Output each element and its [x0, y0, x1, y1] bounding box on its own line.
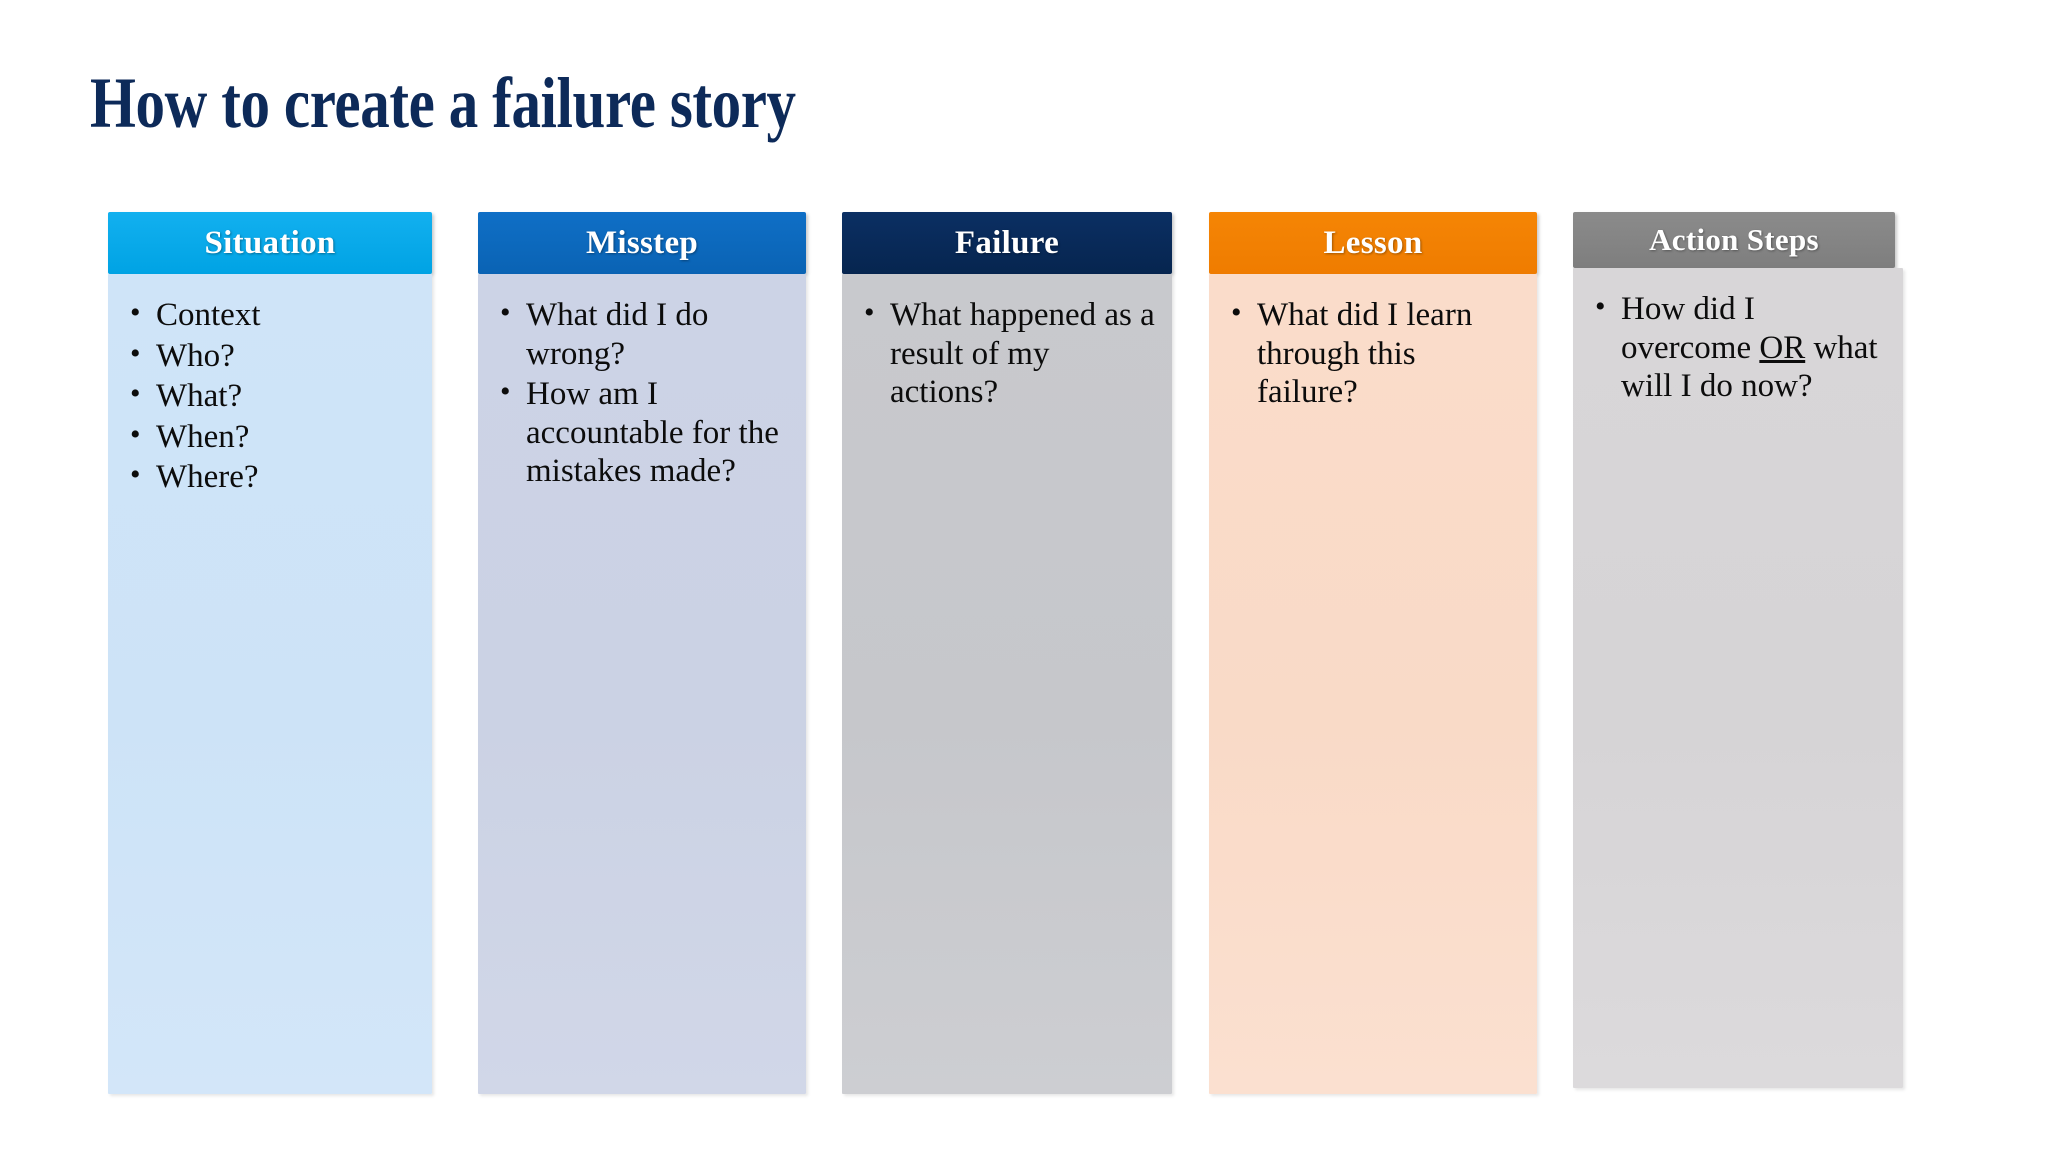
list-item: What did I do wrong?	[496, 295, 792, 373]
list-item: What happened as a result of my actions?	[860, 295, 1158, 412]
list-item: How did I overcome OR what will I do now…	[1591, 289, 1889, 406]
list-item: Where?	[126, 457, 418, 497]
bullet-list-lesson: What did I learn through this failure?	[1227, 295, 1523, 412]
list-item: What did I learn through this failure?	[1227, 295, 1523, 412]
list-item: How am I accountable for the mistakes ma…	[496, 374, 792, 491]
list-item: When?	[126, 417, 418, 457]
column-header-action-steps: Action Steps	[1573, 212, 1895, 268]
column-body-lesson: What did I learn through this failure?	[1209, 274, 1537, 1094]
column-header-misstep: Misstep	[478, 212, 806, 274]
column-body-misstep: What did I do wrong? How am I accountabl…	[478, 274, 806, 1094]
list-item: Context	[126, 295, 418, 335]
list-item: What?	[126, 376, 418, 416]
bullet-list-failure: What happened as a result of my actions?	[860, 295, 1158, 412]
column-body-failure: What happened as a result of my actions?	[842, 274, 1172, 1094]
column-header-situation: Situation	[108, 212, 432, 274]
page-title: How to create a failure story	[90, 63, 796, 143]
column-header-lesson: Lesson	[1209, 212, 1537, 274]
column-body-action-steps: How did I overcome OR what will I do now…	[1573, 268, 1903, 1088]
list-item: Who?	[126, 336, 418, 376]
bullet-list-misstep: What did I do wrong? How am I accountabl…	[496, 295, 792, 491]
bullet-list-situation: Context Who? What? When? Where?	[126, 295, 418, 497]
column-body-situation: Context Who? What? When? Where?	[108, 274, 432, 1094]
column-header-failure: Failure	[842, 212, 1172, 274]
bullet-list-action-steps: How did I overcome OR what will I do now…	[1591, 289, 1889, 406]
